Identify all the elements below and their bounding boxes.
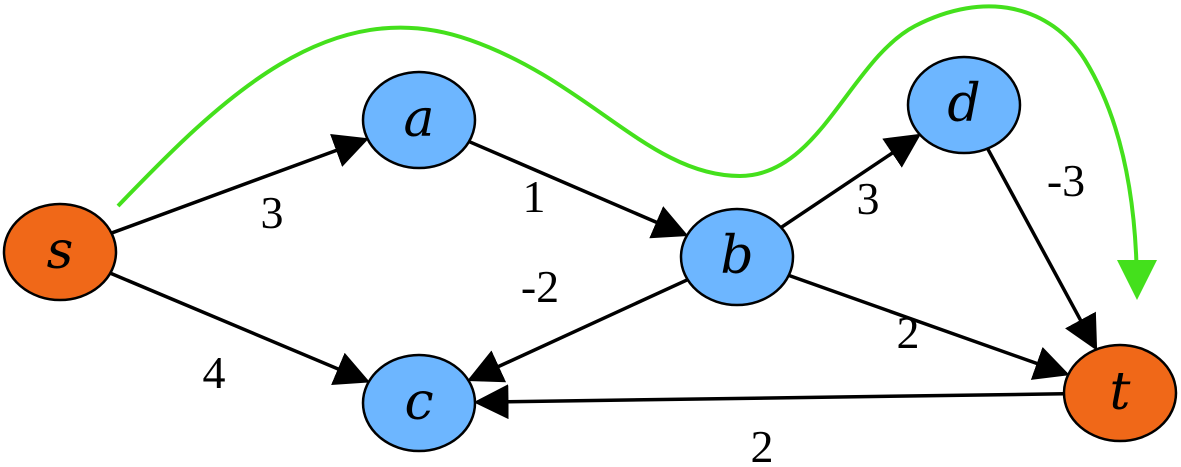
- highlight-path-curve: [116, 4, 1157, 300]
- edge-weight-d-t: -3: [1047, 155, 1085, 206]
- node-b-label: b: [720, 226, 753, 286]
- edge-weight-s-c: 4: [203, 347, 226, 398]
- node-t: t: [1062, 343, 1178, 443]
- node-t-label: t: [1110, 362, 1131, 422]
- edge-d-t: [986, 147, 1098, 351]
- node-s-label: s: [47, 221, 74, 281]
- edge-b-t: [788, 273, 1070, 380]
- node-a-circle: [361, 70, 477, 170]
- edge-s-a: [110, 134, 369, 235]
- edge-weight-t-c: 2: [751, 421, 774, 467]
- node-d-circle: [906, 55, 1022, 155]
- node-d: d: [906, 55, 1022, 155]
- node-c-circle: [361, 353, 477, 453]
- node-d-label: d: [947, 74, 980, 134]
- node-a-label: a: [403, 89, 434, 149]
- edge-b-d: [780, 133, 922, 229]
- edge-weight-a-b: 1: [523, 171, 546, 222]
- node-a: a: [361, 70, 477, 170]
- node-b: b: [679, 207, 795, 307]
- node-b-circle: [679, 207, 795, 307]
- edge-weight-b-d: 3: [857, 173, 880, 224]
- edge-t-c: [473, 384, 1065, 420]
- node-s-circle: [2, 202, 118, 302]
- edge-weight-b-t: 2: [897, 307, 920, 358]
- node-t-circle: [1062, 343, 1178, 443]
- edge-s-c: [109, 271, 371, 385]
- node-c: c: [361, 353, 477, 453]
- edge-weight-b-c: -2: [521, 261, 559, 312]
- nodes-group: s a b c d t: [2, 55, 1178, 453]
- edge-a-b: [468, 139, 689, 239]
- edges-group: 3 4 1 -2 3 2 -3 2: [109, 133, 1098, 467]
- edge-weight-s-a: 3: [261, 187, 284, 238]
- edge-b-c: [467, 278, 689, 383]
- node-c-label: c: [404, 372, 433, 432]
- node-s: s: [2, 202, 118, 302]
